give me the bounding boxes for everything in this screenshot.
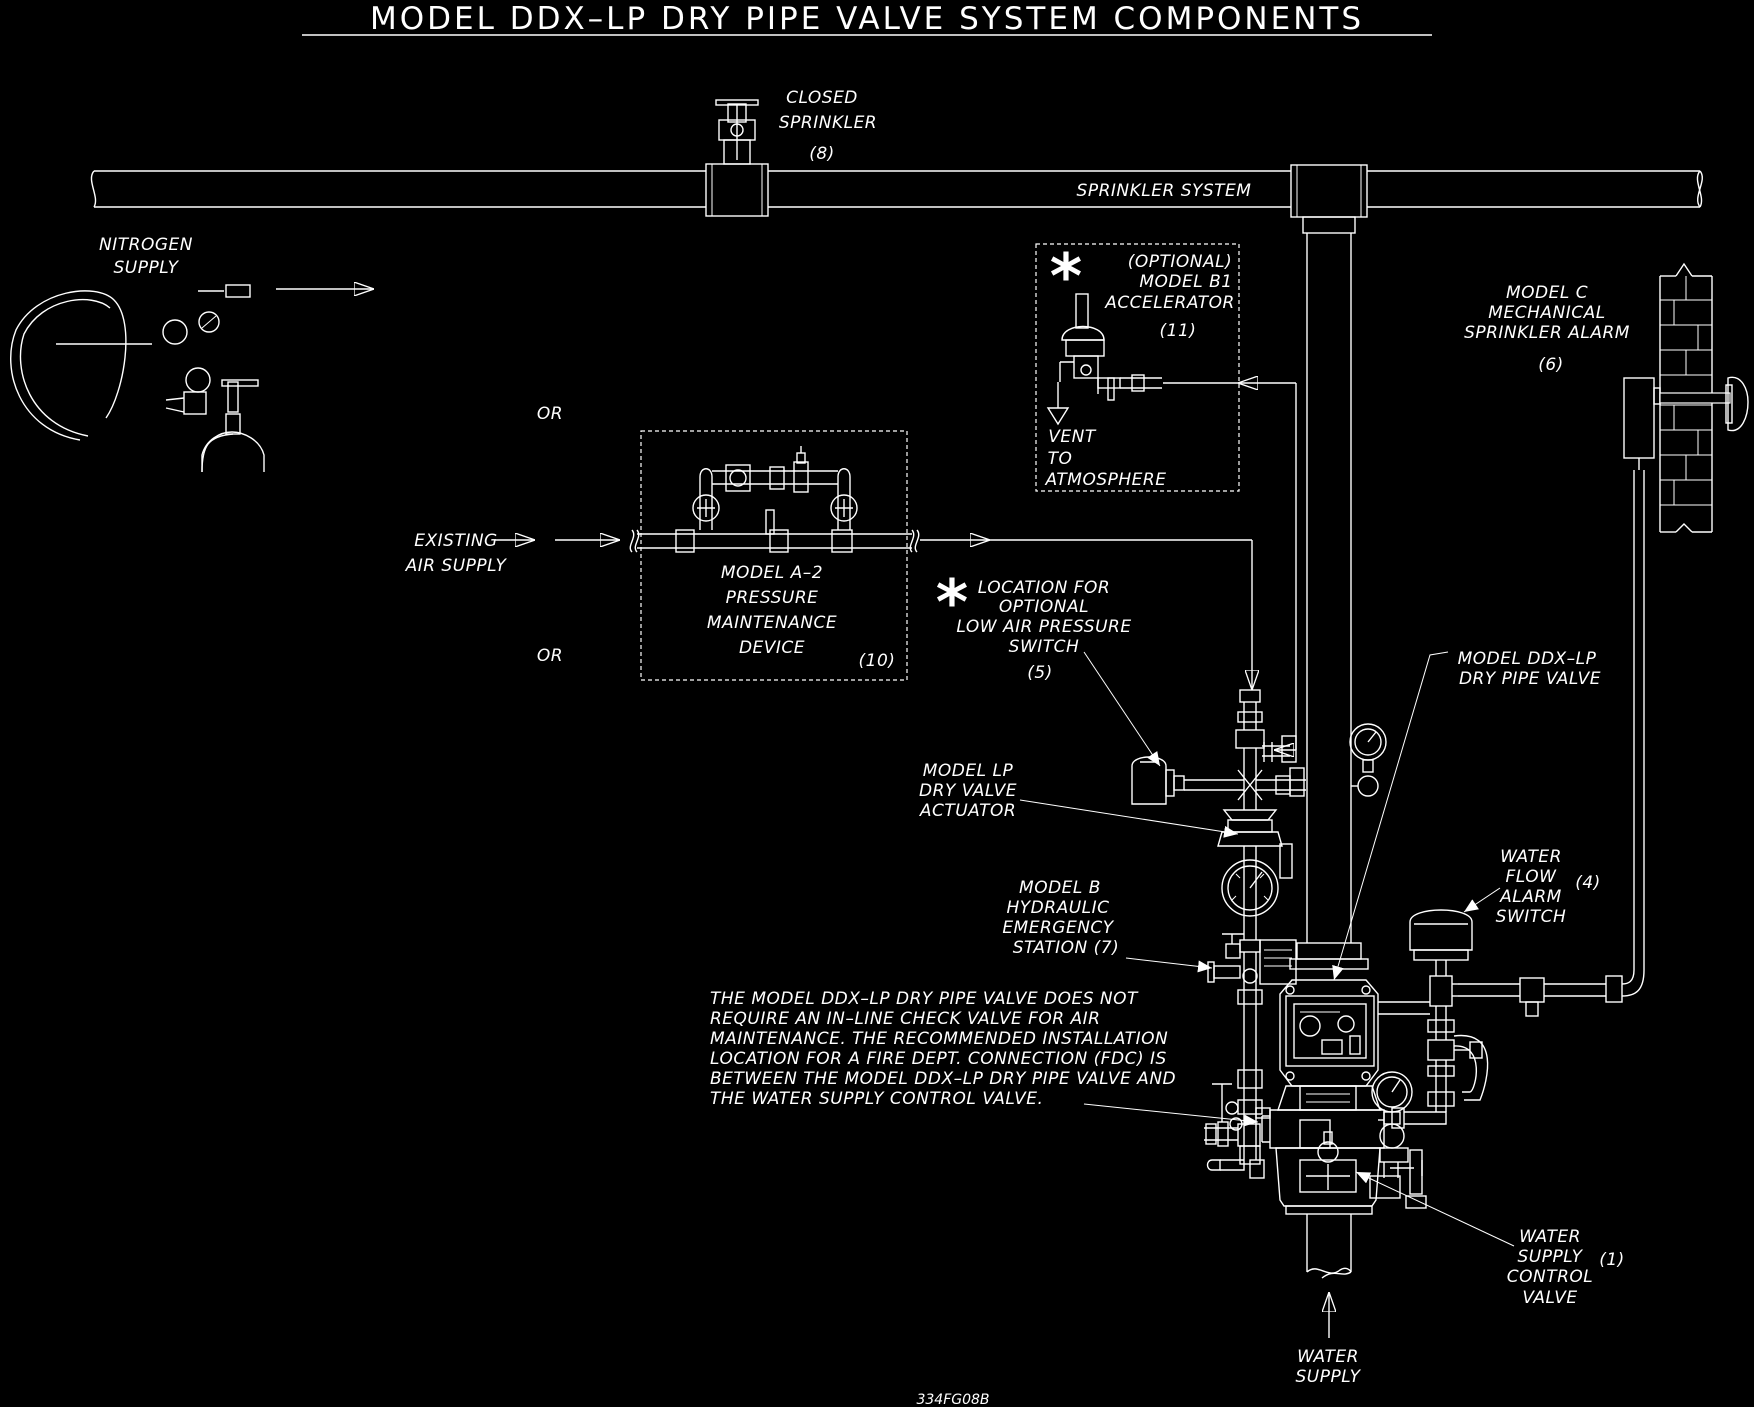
control-valve-label-4: VALVE bbox=[1522, 1288, 1577, 1308]
accelerator-label-1: (OPTIONAL) bbox=[1128, 252, 1233, 272]
ddx-valve-leader bbox=[1332, 651, 1449, 981]
vent-label-2: TO bbox=[1048, 449, 1073, 469]
actuator-label-2: DRY VALVE bbox=[919, 781, 1017, 801]
low-air-label-2: OPTIONAL bbox=[999, 597, 1089, 617]
vent-label-1: VENT bbox=[1048, 427, 1097, 447]
low-air-label-4: SWITCH bbox=[1009, 637, 1080, 657]
pressure-maintenance-device-box bbox=[640, 430, 908, 681]
note-line-4: LOCATION FOR A FIRE DEPT. CONNECTION (FD… bbox=[710, 1049, 1167, 1069]
supply-pipe bbox=[1306, 1214, 1352, 1279]
sprinkler-main-pipe bbox=[90, 170, 1703, 208]
accelerator-supply-line bbox=[1163, 383, 1297, 750]
sprinkler-tee-fitting bbox=[705, 163, 769, 217]
nitrogen-supply-label-1: NITROGEN bbox=[99, 235, 193, 255]
drain-trim-left bbox=[1204, 1060, 1271, 1179]
air-supply-line bbox=[495, 540, 1252, 690]
existing-air-label-2: AIR SUPPLY bbox=[405, 556, 508, 576]
mechanical-alarm-label-3: SPRINKLER ALARM bbox=[1464, 323, 1630, 343]
riser-pipe bbox=[1289, 233, 1369, 970]
closed-sprinkler-label-1: CLOSED bbox=[786, 88, 858, 108]
diagram-title: MODEL DDX–LP DRY PIPE VALVE SYSTEM COMPO… bbox=[370, 1, 1364, 37]
trim-assembly bbox=[1214, 689, 1306, 879]
alarm-drain-line bbox=[1458, 470, 1645, 1017]
alarm-bell-icon bbox=[1623, 376, 1749, 470]
low-air-leader bbox=[1083, 651, 1161, 767]
emergency-station-leader bbox=[1125, 957, 1213, 973]
existing-air-label-1: EXISTING bbox=[414, 531, 497, 551]
or-label-upper: OR bbox=[537, 404, 563, 424]
control-valve-label-3: CONTROL bbox=[1507, 1267, 1594, 1287]
note-line-5: BETWEEN THE MODEL DDX–LP DRY PIPE VALVE … bbox=[710, 1069, 1176, 1089]
accelerator-icon bbox=[1046, 293, 1162, 426]
vent-label-3: ATMOSPHERE bbox=[1045, 470, 1167, 490]
accelerator-label-3: ACCELERATOR bbox=[1104, 293, 1235, 313]
pressure-maintenance-label-1: MODEL A–2 bbox=[721, 563, 823, 583]
note-line-2: REQUIRE AN IN–LINE CHECK VALVE FOR AIR bbox=[710, 1009, 1100, 1029]
nitrogen-supply-label-2: SUPPLY bbox=[114, 258, 180, 278]
pressure-gauge-icon bbox=[1221, 859, 1279, 940]
control-valve-label-2: SUPPLY bbox=[1518, 1247, 1584, 1267]
emergency-station-label-4: STATION (7) bbox=[1013, 938, 1120, 958]
water-flow-number: (4) bbox=[1575, 873, 1601, 893]
accelerator-box bbox=[1035, 243, 1240, 492]
actuator-leader bbox=[1019, 799, 1239, 838]
drawing-number: 334FG08B bbox=[916, 1392, 989, 1407]
closed-sprinkler-number: (8) bbox=[809, 144, 835, 164]
accelerator-number: (11) bbox=[1160, 321, 1197, 341]
accelerator-label-2: MODEL B1 bbox=[1139, 272, 1232, 292]
emergency-station-icon bbox=[1207, 933, 1297, 1060]
water-flow-label-4: SWITCH bbox=[1496, 907, 1567, 927]
dry-pipe-valve-icon bbox=[1261, 979, 1385, 1215]
note-line-3: MAINTENANCE. THE RECOMMENDED INSTALLATIO… bbox=[710, 1029, 1168, 1049]
brick-wall bbox=[1659, 262, 1713, 533]
flow-switch-icon bbox=[1391, 909, 1489, 1129]
riser-tee-fitting bbox=[1290, 164, 1368, 234]
mechanical-alarm-label-2: MECHANICAL bbox=[1488, 303, 1605, 323]
mechanical-alarm-number: (6) bbox=[1538, 355, 1564, 375]
water-flow-leader bbox=[1463, 887, 1501, 913]
ddx-valve-label-1: MODEL DDX–LP bbox=[1458, 649, 1597, 669]
closed-sprinkler-label-2: SPRINKLER bbox=[779, 113, 877, 133]
note-line-6: THE WATER SUPPLY CONTROL VALVE. bbox=[710, 1089, 1043, 1109]
sprinkler-system-label: SPRINKLER SYSTEM bbox=[1077, 181, 1252, 201]
low-air-number: (5) bbox=[1027, 663, 1053, 683]
pressure-maintenance-label-4: DEVICE bbox=[739, 638, 805, 658]
actuator-label-1: MODEL LP bbox=[923, 761, 1014, 781]
emergency-station-label-3: EMERGENCY bbox=[1002, 918, 1114, 938]
control-valve-label-1: WATER bbox=[1519, 1227, 1581, 1247]
riser-gauge-icon bbox=[1349, 723, 1387, 797]
water-flow-label-1: WATER bbox=[1500, 847, 1562, 867]
low-air-pressure-switch-icon bbox=[1131, 756, 1214, 805]
water-supply-label-1: WATER bbox=[1297, 1347, 1359, 1367]
pressure-maintenance-number: (10) bbox=[859, 651, 896, 671]
control-valve-leader bbox=[1355, 1171, 1515, 1247]
note-leader bbox=[1083, 1103, 1259, 1127]
mechanical-alarm-label-1: MODEL C bbox=[1506, 283, 1588, 303]
pressure-maintenance-label-3: MAINTENANCE bbox=[707, 613, 837, 633]
ddx-valve-label-2: DRY PIPE VALVE bbox=[1459, 669, 1601, 689]
emergency-station-label-1: MODEL B bbox=[1019, 878, 1101, 898]
or-label-lower: OR bbox=[537, 646, 563, 666]
control-valve-number: (1) bbox=[1599, 1250, 1625, 1270]
accelerator-asterisk: * bbox=[1050, 240, 1082, 313]
low-air-label-3: LOW AIR PRESSURE bbox=[956, 617, 1131, 637]
actuator-label-3: ACTUATOR bbox=[919, 801, 1016, 821]
water-flow-label-3: ALARM bbox=[1499, 887, 1562, 907]
low-air-asterisk: * bbox=[936, 566, 968, 639]
pressure-maintenance-label-2: PRESSURE bbox=[726, 588, 819, 608]
pressure-maintenance-device-icon bbox=[629, 446, 920, 553]
closed-sprinkler-icon bbox=[715, 99, 759, 165]
nitrogen-cylinder-icon bbox=[10, 284, 265, 473]
water-supply-label-2: SUPPLY bbox=[1296, 1367, 1362, 1387]
emergency-station-label-2: HYDRAULIC bbox=[1007, 898, 1110, 918]
water-flow-label-2: FLOW bbox=[1506, 867, 1558, 887]
drain-trim-right bbox=[1369, 1071, 1427, 1209]
note-line-1: THE MODEL DDX–LP DRY PIPE VALVE DOES NOT bbox=[710, 989, 1139, 1009]
low-air-label-1: LOCATION FOR bbox=[978, 578, 1110, 598]
